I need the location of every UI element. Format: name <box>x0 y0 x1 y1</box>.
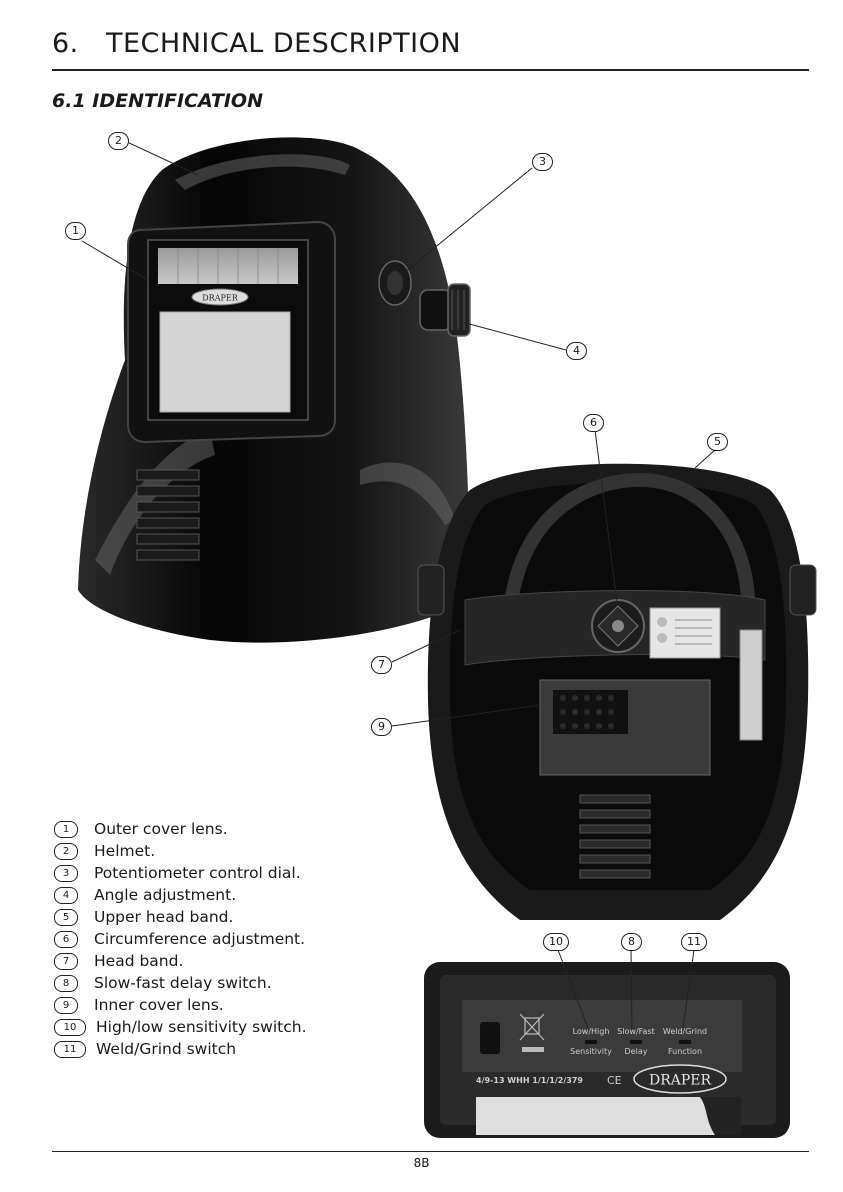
panel-brand-badge: DRAPER <box>649 1073 712 1089</box>
callout-9: 9 <box>371 718 392 736</box>
legend-number: 7 <box>54 952 78 970</box>
legend-number: 11 <box>54 1040 86 1058</box>
callout-10: 10 <box>543 933 569 951</box>
legend-item: 10 High/low sensitivity switch. <box>54 1016 384 1038</box>
legend-item: 7 Head band. <box>54 950 384 972</box>
callout-6: 6 <box>583 414 604 432</box>
legend-number: 3 <box>54 864 78 882</box>
sensitivity-bottom-label: Sensitivity <box>570 1047 612 1056</box>
legend-number: 4 <box>54 886 78 904</box>
ce-mark: CE <box>607 1074 622 1087</box>
legend-item: 1 Outer cover lens. <box>54 818 384 840</box>
callout-1: 1 <box>65 222 86 240</box>
legend-number: 6 <box>54 930 78 948</box>
section-subheading: 6.1 IDENTIFICATION <box>52 90 263 112</box>
legend-number: 5 <box>54 908 78 926</box>
callout-2: 2 <box>108 132 129 150</box>
front-brand-badge: DRAPER <box>202 294 238 303</box>
callout-8: 8 <box>621 933 642 951</box>
legend-item: 3 Potentiometer control dial. <box>54 862 384 884</box>
legend-label: Slow-fast delay switch. <box>94 974 272 992</box>
legend-number: 9 <box>54 996 78 1014</box>
legend-label: High/low sensitivity switch. <box>96 1018 307 1036</box>
parts-legend: 1 Outer cover lens. 2 Helmet. 3 Potentiomet… <box>54 818 384 1060</box>
page-heading: 6. TECHNICAL DESCRIPTION <box>52 28 462 59</box>
legend-item: 8 Slow-fast delay switch. <box>54 972 384 994</box>
delay-bottom-label: Delay <box>625 1047 648 1056</box>
legend-label: Outer cover lens. <box>94 820 228 838</box>
legend-label: Helmet. <box>94 842 156 860</box>
spec-line: 4/9-13 WHH 1/1/1/2/379 <box>476 1076 583 1085</box>
callout-11: 11 <box>681 933 707 951</box>
legend-label: Potentiometer control dial. <box>94 864 301 882</box>
delay-top-label: Slow/Fast <box>617 1027 655 1036</box>
legend-item: 5 Upper head band. <box>54 906 384 928</box>
legend-item: 4 Angle adjustment. <box>54 884 384 906</box>
function-top-label: Weld/Grind <box>663 1027 707 1036</box>
legend-label: Upper head band. <box>94 908 234 926</box>
callout-3: 3 <box>532 153 553 171</box>
legend-number: 1 <box>54 820 78 838</box>
legend-label: Inner cover lens. <box>94 996 224 1014</box>
callout-4: 4 <box>566 342 587 360</box>
legend-item: 11 Weld/Grind switch <box>54 1038 384 1060</box>
legend-number: 8 <box>54 974 78 992</box>
legend-label: Weld/Grind switch <box>96 1040 237 1058</box>
legend-item: 9 Inner cover lens. <box>54 994 384 1016</box>
callout-7: 7 <box>371 656 392 674</box>
footer-rule <box>52 1151 809 1152</box>
legend-label: Head band. <box>94 952 184 970</box>
page-number: 8B <box>413 1156 430 1170</box>
legend-item: 6 Circumference adjustment. <box>54 928 384 950</box>
sensitivity-top-label: Low/High <box>573 1027 610 1036</box>
function-bottom-label: Function <box>668 1047 702 1056</box>
legend-item: 2 Helmet. <box>54 840 384 862</box>
legend-label: Circumference adjustment. <box>94 930 306 948</box>
legend-label: Angle adjustment. <box>94 886 237 904</box>
legend-number: 2 <box>54 842 78 860</box>
callout-5: 5 <box>707 433 728 451</box>
heading-rule <box>52 69 809 71</box>
legend-number: 10 <box>54 1018 86 1036</box>
